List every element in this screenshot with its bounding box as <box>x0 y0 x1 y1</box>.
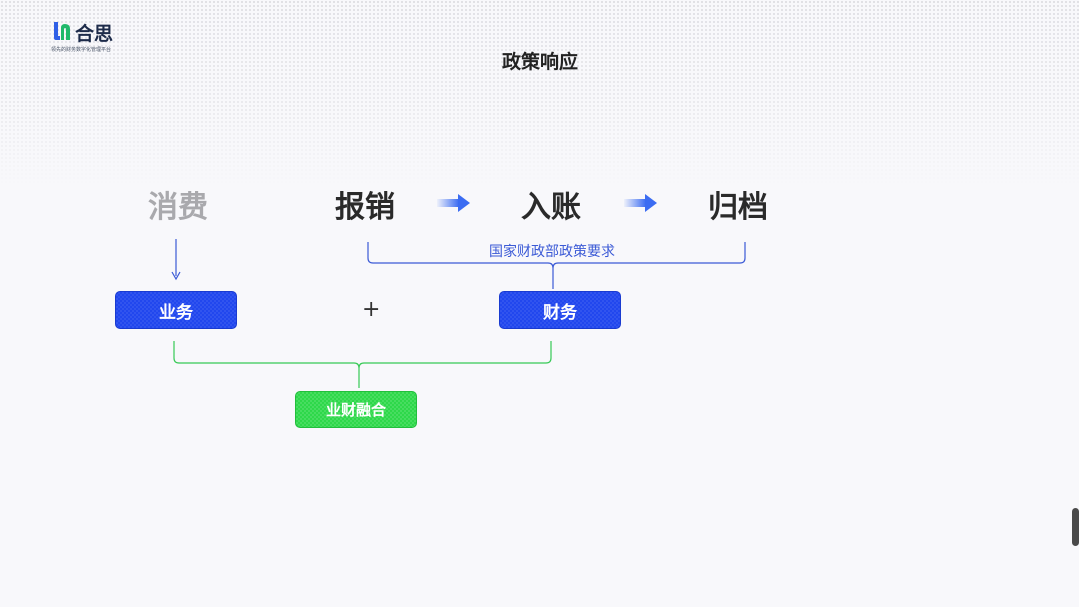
integration-box: 业财融合 <box>295 391 417 428</box>
dotted-background <box>0 0 1079 185</box>
plus-sign: + <box>362 297 381 322</box>
logo-mark-icon <box>54 22 70 40</box>
business-box: 业务 <box>115 291 237 329</box>
step-book-entry: 入账 <box>521 190 581 225</box>
business-label: 业务 <box>159 302 193 323</box>
page-title: 政策响应 <box>501 51 578 73</box>
right-arrow-icon <box>624 194 657 212</box>
finance-box: 财务 <box>499 291 621 329</box>
finance-label: 财务 <box>543 302 577 323</box>
step-archive: 归档 <box>708 190 768 225</box>
step-reimburse: 报销 <box>335 190 395 225</box>
right-arrow-icon <box>437 194 470 212</box>
logo-tagline: 领先的财务数字化管理平台 <box>51 47 112 53</box>
policy-requirement-label: 国家财政部政策要求 <box>489 244 615 260</box>
logo[interactable]: 合思 领先的财务数字化管理平台 <box>51 18 131 56</box>
step-consume: 消费 <box>148 190 208 225</box>
integration-label: 业财融合 <box>325 401 386 419</box>
logo-name: 合思 <box>75 23 114 45</box>
scrollbar[interactable] <box>1072 508 1079 546</box>
